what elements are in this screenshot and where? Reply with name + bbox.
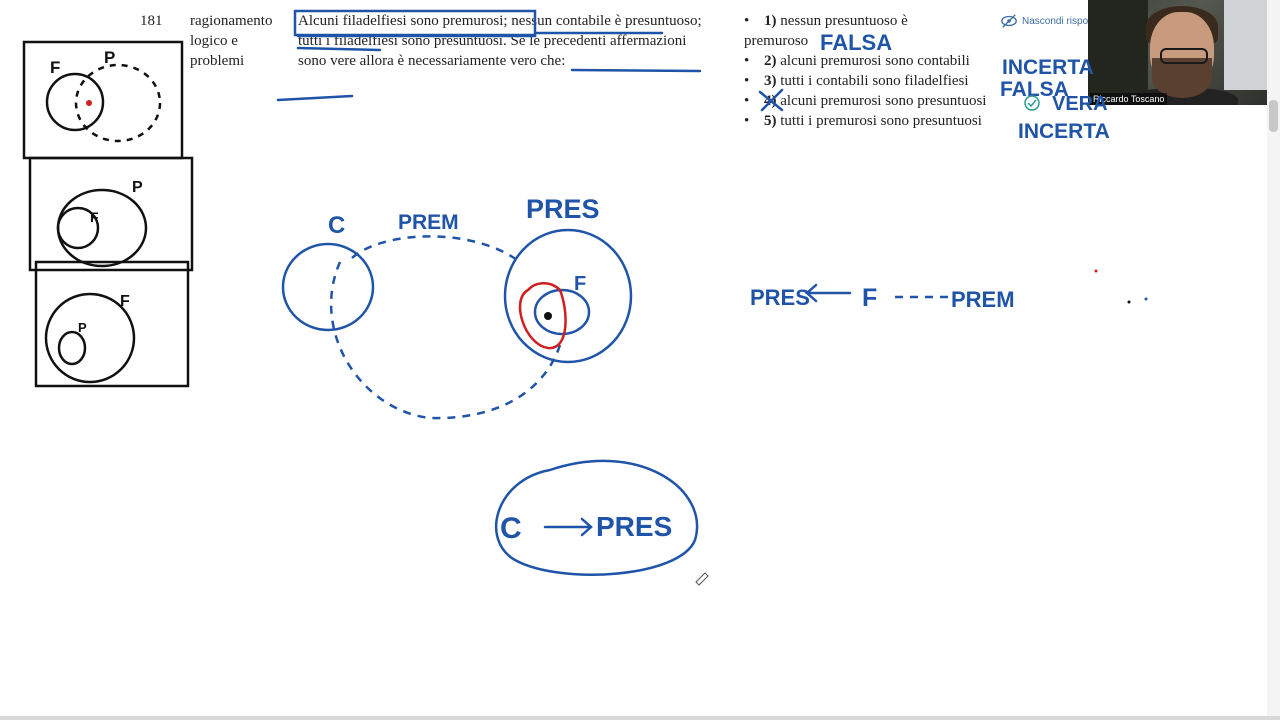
label-prem: PREM — [398, 211, 459, 234]
red-highlight-region — [518, 282, 567, 350]
box2-circle-f — [56, 206, 100, 250]
label-pres: PRES — [526, 194, 600, 224]
bottom-label-pres: PRES — [596, 511, 672, 542]
box1-label-f: F — [50, 58, 60, 77]
question-number: 181 — [140, 13, 163, 29]
diagram-box-2 — [28, 156, 194, 272]
answer-text: tutti i contabili sono filadelfiesi — [780, 73, 969, 89]
eye-slash-icon — [1001, 14, 1017, 28]
label-f: F — [574, 273, 586, 295]
question-highlights — [276, 9, 702, 102]
circle-pres — [503, 228, 633, 364]
box3-label-f: F — [120, 293, 130, 310]
diagram-box-3 — [34, 260, 190, 388]
box2-label-f: F — [90, 209, 99, 225]
label-c: C — [328, 212, 345, 239]
answer-item-3[interactable]: 3) tutti i contabili sono filadelfiesi — [744, 71, 1044, 91]
cross-mark-answer-4 — [758, 88, 784, 112]
box3-circle-f — [44, 292, 136, 384]
answer-text: nessun presuntuoso è — [780, 13, 908, 29]
box1-circle-p — [74, 63, 162, 143]
diagram-boxes — [22, 40, 194, 388]
relation-pres: PRES — [750, 285, 810, 310]
answer-item-1[interactable]: 1) nessun presuntuoso è premuroso — [744, 11, 1044, 51]
box1-circle-f — [45, 72, 105, 132]
box1-label-p: P — [104, 48, 115, 67]
bottom-edge — [0, 716, 1280, 720]
element-dot — [544, 312, 552, 320]
box3-circle-p — [57, 330, 87, 366]
scrollbar-thumb[interactable] — [1269, 100, 1278, 132]
answer-text-continued: premuroso — [744, 33, 809, 49]
webcam-participant-name: Riccardo Toscano — [1090, 93, 1168, 105]
answer-number: 5) — [764, 113, 777, 129]
pen-cursor-icon — [695, 572, 709, 586]
highlight-box — [293, 9, 537, 37]
circle-c — [281, 242, 375, 332]
relation-f: F — [862, 284, 877, 312]
answer-text: alcuni premurosi sono contabili — [780, 53, 970, 69]
answer-text: tutti i premurosi sono presuntuosi — [780, 113, 982, 129]
bottom-ellipse — [494, 459, 699, 576]
hide-answers-button[interactable]: Nascondi rispost — [1000, 12, 1096, 30]
annotation-incerta-2: INCERTA — [1018, 120, 1110, 143]
relation-prem: PREM — [951, 287, 1015, 312]
venn-diagram — [281, 228, 633, 420]
box2-label-p: P — [132, 179, 143, 196]
webcam-video — [1088, 0, 1274, 105]
annotation-incerta-1: INCERTA — [1002, 56, 1094, 79]
stray-dot-black — [1127, 300, 1131, 304]
underline-5 — [276, 94, 354, 102]
answer-item-5[interactable]: 5) tutti i premurosi sono presuntuosi — [744, 111, 1044, 131]
box1-red-dot — [86, 100, 92, 106]
answer-text: alcuni premurosi sono presuntuosi — [780, 93, 987, 109]
annotation-falsa-2: FALSA — [1000, 78, 1069, 101]
check-circle-icon — [1024, 95, 1040, 111]
question-topic: ragionamento logico e problemi — [190, 13, 273, 69]
circle-f — [533, 288, 591, 336]
arrow-left-icon — [805, 283, 852, 303]
answer-number: 3) — [764, 73, 777, 89]
vertical-scrollbar[interactable] — [1267, 0, 1280, 716]
annotation-falsa-1: FALSA — [820, 30, 892, 55]
answer-list: 1) nessun presuntuoso è premuroso 2) alc… — [744, 11, 1044, 131]
underline-4 — [570, 68, 702, 73]
answer-number: 1) — [764, 13, 777, 29]
box2-circle-p — [56, 188, 148, 268]
box3-label-p: P — [78, 320, 87, 335]
hide-answers-label: Nascondi rispost — [1022, 15, 1096, 27]
prem-dashed-top — [351, 235, 521, 264]
answer-number: 2) — [764, 53, 777, 69]
bottom-label-c: C — [500, 512, 522, 545]
arrow-right-icon — [543, 517, 593, 537]
underline-3 — [296, 46, 382, 52]
prem-dashed-bottom — [329, 261, 562, 420]
stray-dot-blue — [1144, 297, 1148, 301]
annotation-vera: VERA — [1052, 93, 1108, 115]
answer-item-2[interactable]: 2) alcuni premurosi sono contabili — [744, 51, 1044, 71]
stray-dot-red — [1094, 269, 1098, 273]
